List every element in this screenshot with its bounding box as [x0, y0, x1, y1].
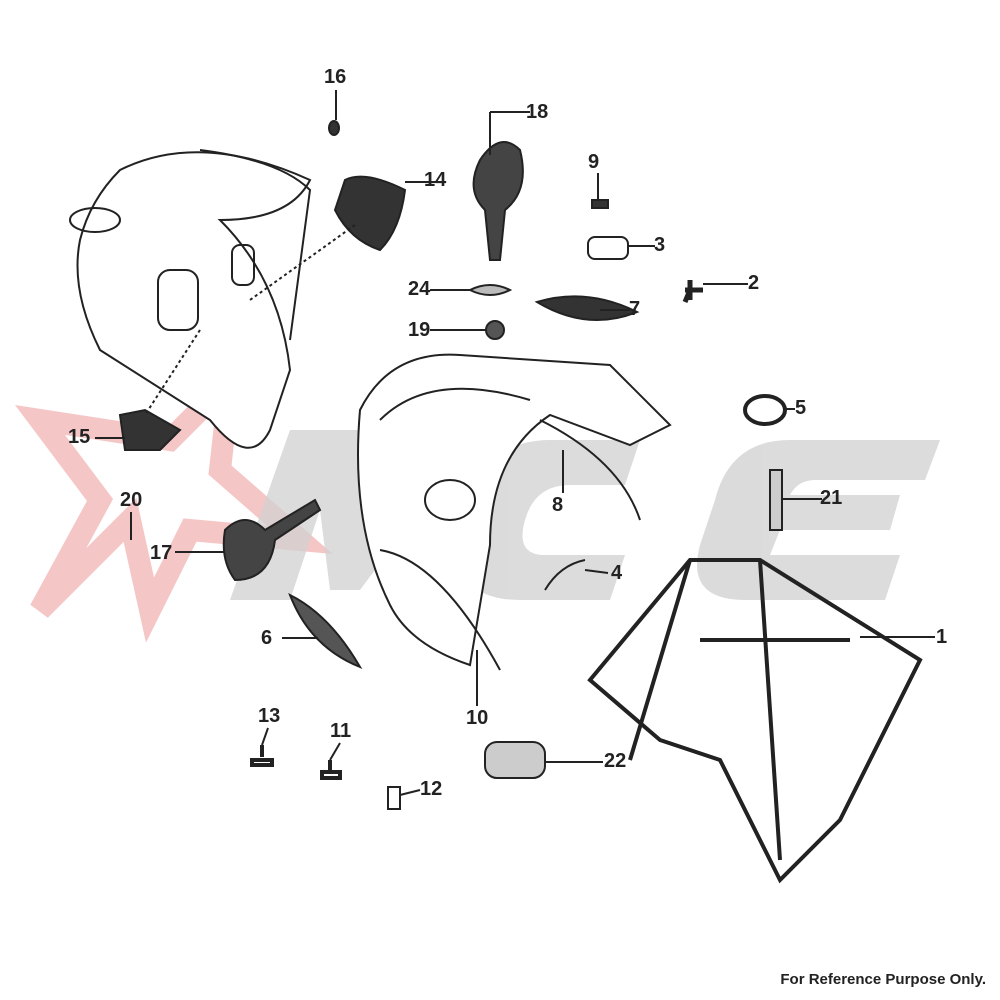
callout-13: 13: [258, 705, 281, 727]
callout-16: 16: [324, 66, 347, 88]
callout-18: 18: [526, 101, 549, 123]
bracket-part: [118, 408, 182, 451]
callout-9: 9: [588, 151, 600, 173]
callout-17: 17: [150, 542, 173, 564]
callout-4: 4: [611, 562, 623, 584]
callout-3: 3: [654, 234, 666, 256]
frame-part: [587, 558, 923, 884]
inner-fairing-part: [357, 353, 672, 671]
callout-8: 8: [552, 494, 564, 516]
callout-24: 24: [408, 278, 431, 300]
callout-6: 6: [261, 627, 273, 649]
callout-1: 1: [936, 626, 948, 648]
lens-part: [333, 175, 407, 252]
side-cowl-part: [69, 149, 312, 449]
callout-12: 12: [420, 778, 443, 800]
callout-19: 19: [408, 319, 431, 341]
callout-5: 5: [795, 397, 807, 419]
callout-7: 7: [629, 298, 641, 320]
callout-21: 21: [820, 487, 843, 509]
callout-14: 14: [424, 169, 447, 191]
callout-20: 20: [120, 489, 143, 511]
callout-11: 11: [330, 720, 352, 742]
callout-10: 10: [466, 707, 489, 729]
callout-15: 15: [68, 426, 91, 448]
mirror-part: [472, 141, 524, 261]
callout-2: 2: [748, 272, 760, 294]
disclaimer-text: For Reference Purpose Only.: [780, 971, 986, 988]
callout-22: 22: [604, 750, 627, 772]
leader-lines: [95, 90, 935, 796]
mirror-left-part: [222, 498, 322, 582]
